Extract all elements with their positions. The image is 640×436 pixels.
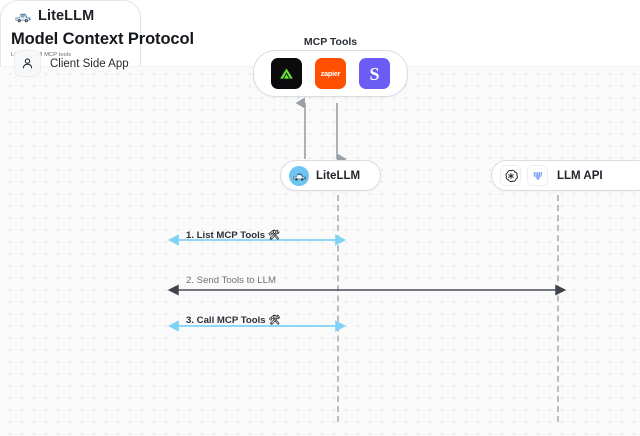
message-label-3: 3. Call MCP Tools 🛠: [186, 315, 280, 326]
message-3-text: 3. Call MCP Tools: [186, 315, 266, 326]
zapier-wordmark: zapier: [320, 69, 341, 78]
page-subtitle: List and call MCP tools: [11, 52, 72, 58]
diagram-canvas: [0, 66, 640, 436]
mcp-tools-group[interactable]: zapier S: [253, 50, 408, 97]
tools-icon: 🛠: [268, 315, 281, 326]
litellm-node[interactable]: LiteLLM: [280, 160, 381, 191]
slack-letter: S: [369, 63, 380, 84]
litellm-lifeline: [337, 195, 339, 422]
client-side-app-label: Client Side App: [50, 57, 129, 70]
page-title: Model Context Protocol: [11, 30, 194, 48]
llm-api-node[interactable]: LLM API: [491, 160, 640, 191]
message-1-text: 1. List MCP Tools: [186, 230, 266, 241]
client-side-app-content: Client Side App: [14, 50, 129, 77]
brand-name: LiteLLM: [38, 8, 95, 24]
tools-icon: 🛠: [267, 230, 280, 241]
litellm-avatar-icon: [289, 165, 309, 186]
brand: LiteLLM: [14, 7, 94, 25]
openai-icon: [500, 165, 521, 186]
linear-tool-icon[interactable]: [271, 58, 302, 89]
message-label-2: 2. Send Tools to LLM: [186, 275, 276, 286]
message-2-text: 2. Send Tools to LLM: [186, 275, 276, 286]
anthropic-icon: [527, 165, 548, 186]
slack-tool-icon[interactable]: S: [359, 58, 390, 89]
message-label-1: 1. List MCP Tools 🛠: [186, 230, 280, 241]
litellm-node-label: LiteLLM: [316, 169, 361, 182]
litellm-truck-icon: [14, 7, 32, 25]
llm-api-node-label: LLM API: [557, 169, 603, 182]
zapier-tool-icon[interactable]: zapier: [315, 58, 346, 89]
llm-api-lifeline: [557, 195, 559, 422]
user-icon: [14, 50, 41, 77]
mcp-tools-label: MCP Tools: [303, 36, 358, 48]
